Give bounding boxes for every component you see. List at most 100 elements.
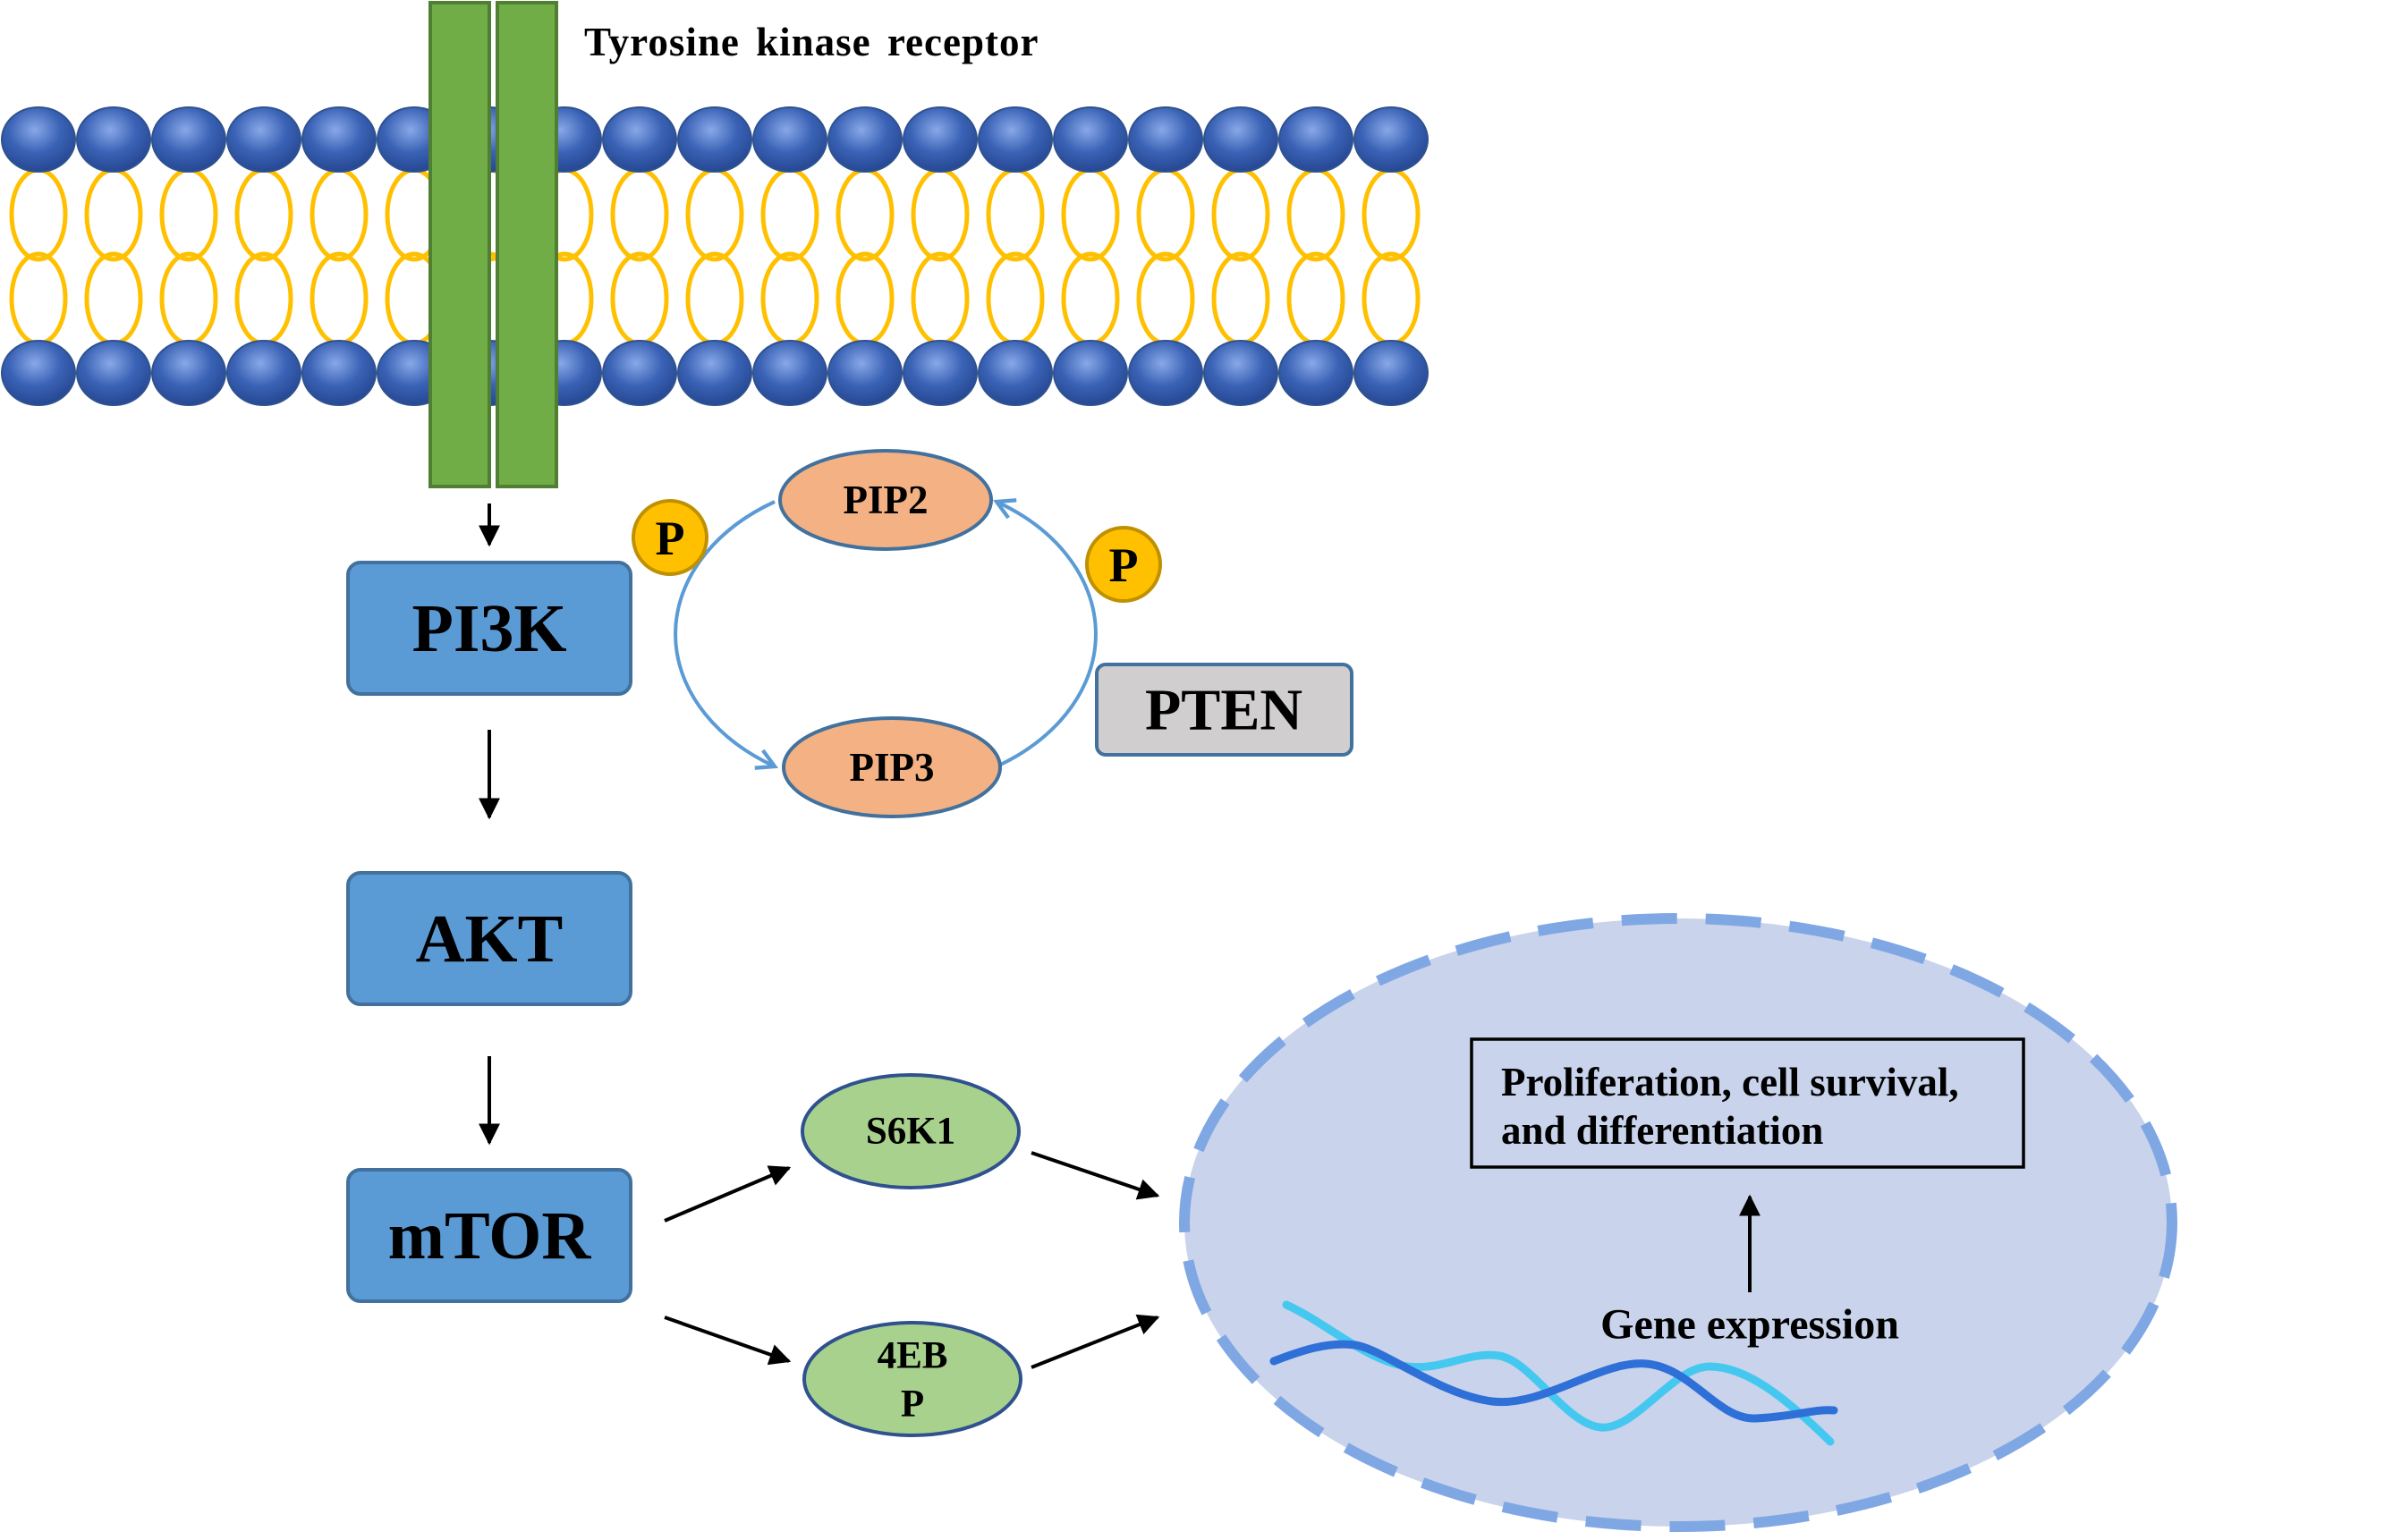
lipid-tail-lower <box>234 251 293 346</box>
nucleus-envelope-border <box>1179 913 2177 1532</box>
cycle-arrow-pip3-to-pip2 <box>997 502 1098 768</box>
outcome-box <box>1470 1037 2025 1169</box>
lipid-head-inner <box>1278 340 1353 406</box>
lipid-tail-lower <box>1362 251 1421 346</box>
lipid-head-inner <box>978 340 1053 406</box>
lipid-head-outer <box>1053 106 1128 173</box>
lipid-head-inner <box>76 340 151 406</box>
lipid-tail-upper <box>1136 167 1195 262</box>
lipid-head-outer <box>978 106 1053 173</box>
lipid-head-inner <box>301 340 377 406</box>
pip2-label: PIP2 <box>844 478 929 522</box>
lipid-tail-upper <box>986 167 1045 262</box>
lipid-tail-upper <box>760 167 819 262</box>
4ebp-node: 4EB P <box>802 1321 1022 1437</box>
lipid-head-outer <box>602 106 677 173</box>
pip2-ellipse <box>778 449 993 551</box>
4ebp-label-line2: P <box>901 1383 924 1426</box>
pten-label: PTEN <box>1145 678 1302 743</box>
phosphate-right-circle <box>1085 526 1162 603</box>
lipid-head-outer <box>903 106 978 173</box>
mtor-label: mTOR <box>388 1198 592 1273</box>
lipid-tail-upper <box>310 167 369 262</box>
receptor-subunit-left <box>428 1 491 488</box>
lipid-head-outer <box>301 106 377 173</box>
lipid-tail-lower <box>310 251 369 346</box>
lipid-head-inner <box>1353 340 1429 406</box>
pip3-label: PIP3 <box>850 745 935 790</box>
lipid-tail-upper <box>610 167 669 262</box>
lipid-head-outer <box>1203 106 1278 173</box>
lipid-head-outer <box>1 106 76 173</box>
lipid-tail-upper <box>159 167 218 262</box>
akt-node: AKT <box>346 871 632 1006</box>
lipid-head-outer <box>1278 106 1353 173</box>
lipid-head-inner <box>752 340 827 406</box>
pip3-ellipse <box>782 716 1002 818</box>
lipid-tail-upper <box>84 167 143 262</box>
pip2-node: PIP2 <box>778 449 993 551</box>
akt-label: AKT <box>416 901 564 977</box>
lipid-tail-upper <box>1211 167 1270 262</box>
outcome-label-line2: and differentiation <box>1501 1108 1823 1153</box>
lipid-head-inner <box>151 340 226 406</box>
lipid-head-outer <box>226 106 301 173</box>
lipid-tail-lower <box>610 251 669 346</box>
lipid-head-inner <box>1128 340 1203 406</box>
lipid-head-inner <box>1053 340 1128 406</box>
arrow-s6k1-to-nucleus <box>1031 1151 1160 1200</box>
s6k1-ellipse <box>801 1073 1021 1189</box>
pi3k-box <box>346 561 632 696</box>
lipid-head-inner <box>827 340 903 406</box>
arrow-4ebp-to-nucleus <box>1031 1314 1160 1369</box>
arrow-mtor-to-4ebp <box>664 1316 792 1366</box>
lipid-tail-lower <box>1136 251 1195 346</box>
lipid-head-outer <box>76 106 151 173</box>
s6k1-label: S6K1 <box>866 1111 955 1153</box>
lipid-tail-upper <box>234 167 293 262</box>
lipid-head-outer <box>752 106 827 173</box>
lipid-tails <box>9 167 1421 346</box>
arrow-mtor-to-s6k1 <box>664 1165 792 1223</box>
receptor-label: Tyrosine kinase receptor <box>584 20 1039 64</box>
lipid-tail-upper <box>685 167 744 262</box>
lipid-head-outer <box>1353 106 1429 173</box>
lipid-tail-lower <box>836 251 895 346</box>
s6k1-node: S6K1 <box>801 1073 1021 1189</box>
pi3k-label: PI3K <box>411 591 566 666</box>
pten-node: PTEN <box>1095 663 1353 757</box>
lipid-head-inner <box>677 340 752 406</box>
pten-box <box>1095 663 1353 757</box>
akt-box <box>346 871 632 1006</box>
lipid-tail-lower <box>159 251 218 346</box>
receptor-subunit-right <box>496 1 558 488</box>
tyrosine-kinase-receptor <box>428 1 558 488</box>
mtor-node: mTOR <box>346 1168 632 1303</box>
lipid-tail-upper <box>1286 167 1345 262</box>
pi3k-node: PI3K <box>346 561 632 696</box>
lipid-tail-upper <box>9 167 68 262</box>
lipid-tail-lower <box>986 251 1045 346</box>
lipid-tail-lower <box>685 251 744 346</box>
nucleus: Proliferation, cell survival, and differ… <box>1179 913 2177 1532</box>
lipid-head-inner <box>602 340 677 406</box>
lipid-tail-upper <box>911 167 970 262</box>
lipid-tail-lower <box>1286 251 1345 346</box>
phosphate-left: P <box>632 499 708 576</box>
lipid-head-inner <box>1 340 76 406</box>
lipid-tail-lower <box>9 251 68 346</box>
nucleus-envelope <box>1184 918 2172 1527</box>
pip3-node: PIP3 <box>782 716 1002 818</box>
lipid-tail-upper <box>1061 167 1120 262</box>
lipid-head-outer <box>1128 106 1203 173</box>
dna-double-helix <box>1269 1300 1838 1446</box>
phosphate-left-circle <box>632 499 708 576</box>
lipid-tail-lower <box>911 251 970 346</box>
outcome-label-line1: Proliferation, cell survival, <box>1501 1060 1959 1104</box>
lipid-head-inner <box>226 340 301 406</box>
dna-strand-dark <box>1269 1340 1838 1423</box>
lipid-tail-lower <box>84 251 143 346</box>
cycle-arrow-pip2-to-pip3 <box>674 500 775 766</box>
lipid-tail-lower <box>1211 251 1270 346</box>
